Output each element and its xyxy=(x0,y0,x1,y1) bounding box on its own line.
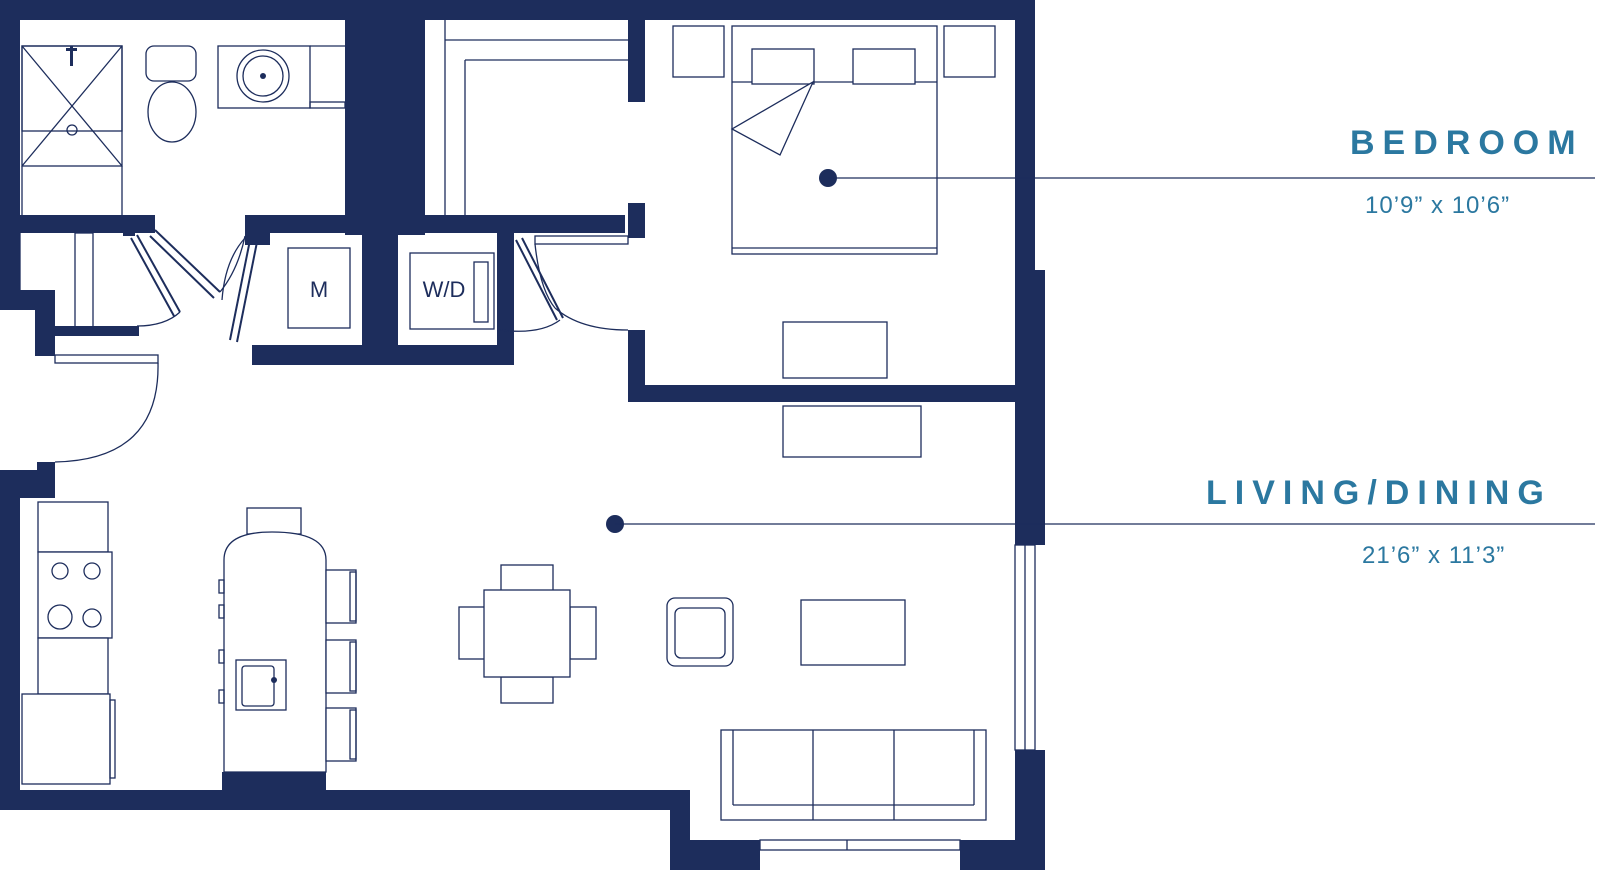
washer-dryer-closet: W/D xyxy=(409,237,564,332)
walls xyxy=(0,0,1045,870)
mechanical-closet: M xyxy=(221,237,351,343)
bathroom xyxy=(21,45,346,299)
hall-closet xyxy=(444,20,628,215)
sofa-icon xyxy=(720,729,987,821)
kitchen-island xyxy=(218,507,357,773)
toilet-icon xyxy=(145,45,197,143)
stove-icon xyxy=(37,551,113,639)
living-dining-title: LIVING/DINING xyxy=(1206,474,1552,512)
kitchen xyxy=(21,501,357,785)
refrigerator-icon xyxy=(21,693,116,785)
bedroom-door xyxy=(534,235,629,331)
nightstand-left xyxy=(672,25,725,78)
bathroom-door xyxy=(149,229,246,299)
dining-table-icon xyxy=(458,564,597,704)
bedroom-dimensions: 10’9” x 10’6” xyxy=(1365,192,1511,219)
kitchen-sink-icon xyxy=(235,659,287,711)
nightstand-right xyxy=(943,25,996,78)
tv-console xyxy=(782,405,922,458)
living-dining-dimensions: 21’6” x 11’3” xyxy=(1362,542,1506,569)
coffee-table xyxy=(800,599,906,666)
bedroom xyxy=(534,25,1595,379)
armchair-icon xyxy=(666,597,734,667)
washer-dryer-label: W/D xyxy=(423,277,466,302)
linen-closet xyxy=(19,226,181,329)
bed-icon xyxy=(730,25,938,255)
bedroom-title: BEDROOM xyxy=(1350,124,1584,162)
bathroom-sink-icon xyxy=(217,45,346,109)
living-dining xyxy=(458,405,1595,851)
dresser xyxy=(782,321,888,379)
entry-door xyxy=(37,354,159,472)
mechanical-closet-label: M xyxy=(310,277,328,302)
